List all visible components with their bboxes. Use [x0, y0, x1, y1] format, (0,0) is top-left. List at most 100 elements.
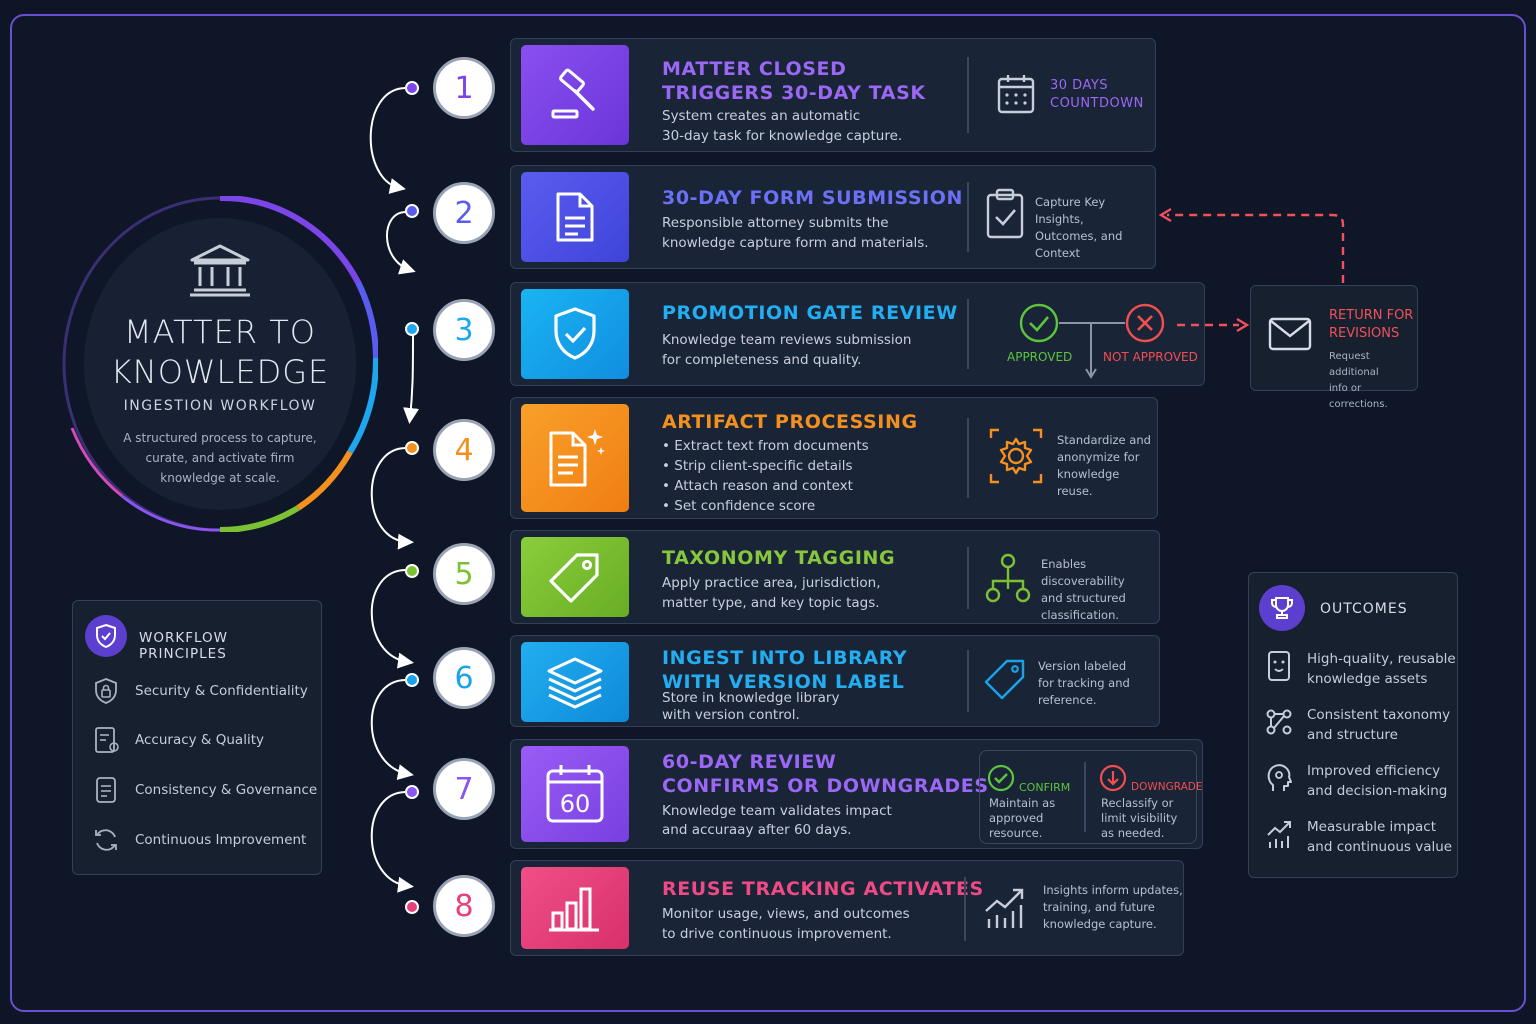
step-2-desc-line1: Responsible attorney submits the — [662, 215, 889, 231]
document-icon — [521, 172, 629, 262]
outcome-line2: knowledge assets — [1307, 671, 1428, 687]
step-4-dot — [405, 441, 419, 455]
return-desc-line2: info or corrections. — [1329, 383, 1388, 410]
step-4-side-line3: knowledge reuse. — [1057, 467, 1120, 498]
step-5-side-line2: and structured — [1041, 591, 1126, 605]
step-2-number: 2 — [433, 182, 495, 244]
step-3-desc-line2: for completeness and quality. — [662, 352, 862, 368]
step-2-title: 30-DAY FORM SUBMISSION — [662, 187, 964, 209]
step-6-card: INGEST INTO LIBRARY WITH VERSION LABEL S… — [510, 635, 1160, 727]
principle-label: Security & Confidentiality — [135, 683, 308, 699]
step-8-dot — [405, 900, 419, 914]
approved-label: APPROVED — [1007, 350, 1073, 364]
step-2-side-line3: Context — [1035, 246, 1081, 260]
step-5-desc-line2: matter type, and key topic tags. — [662, 595, 880, 611]
divider — [967, 182, 969, 252]
step-8-card: REUSE TRACKING ACTIVATES Monitor usage, … — [510, 860, 1184, 956]
step-8-desc-line2: to drive continuous improvement. — [662, 926, 892, 942]
outcome-line2: and structure — [1307, 727, 1398, 743]
divider — [967, 299, 969, 369]
courthouse-icon — [190, 244, 250, 297]
step-7-desc-line1: Knowledge team validates impact — [662, 803, 892, 819]
hero-description: A structured process to capture, curate,… — [123, 431, 317, 485]
step-2-side-line2: Outcomes, and — [1035, 229, 1123, 243]
hero-title-line1: MATTER TO — [124, 313, 316, 351]
step-2-desc-line2: knowledge capture form and materials. — [662, 235, 929, 251]
divider — [967, 418, 969, 498]
outcome-item: Measurable impact and continuous value — [1265, 817, 1452, 857]
step-3-card: PROMOTION GATE REVIEW Knowledge team rev… — [510, 282, 1205, 386]
step-1-side-line2: COUNTDOWN — [1050, 96, 1144, 111]
step-7-title-line1: 60-DAY REVIEW — [662, 751, 837, 773]
step-2-side-line1: Capture Key Insights, — [1035, 195, 1106, 226]
tile-60-text: 60 — [560, 790, 591, 818]
step-7-dot — [405, 785, 419, 799]
shield-lock-icon — [95, 678, 117, 704]
principles-title: WORKFLOW PRINCIPLES — [139, 630, 228, 662]
step-6-title-line2: WITH VERSION LABEL — [662, 671, 905, 693]
confirm-desc-line2: approved — [989, 811, 1044, 825]
bullet-item: • Strip client-specific details — [662, 458, 853, 474]
bullet-item: • Set confidence score — [662, 498, 816, 514]
step-4-side-line1: Standardize and — [1057, 433, 1151, 447]
calendar-icon — [997, 75, 1035, 114]
label-icon — [984, 659, 1025, 700]
outcome-line2: and continuous value — [1307, 839, 1453, 855]
step-connectors — [369, 87, 420, 893]
downgrade-label: DOWNGRADE — [1131, 781, 1203, 793]
step-1-card: MATTER CLOSED TRIGGERS 30-DAY TASK Syste… — [510, 38, 1156, 152]
hero-subtitle: INGESTION WORKFLOW — [123, 398, 317, 414]
review-options-box — [979, 750, 1197, 844]
confirm-desc-line1: Maintain as — [989, 796, 1056, 810]
gavel-icon — [521, 45, 629, 145]
step-4-number: 4 — [433, 419, 495, 481]
downgrade-desc-line2: limit visibility — [1101, 811, 1178, 825]
clipboard-check-icon — [986, 188, 1024, 239]
step-1-dot — [405, 81, 419, 95]
step-2-dot — [405, 204, 419, 218]
step-3-title: PROMOTION GATE REVIEW — [662, 302, 958, 324]
hero-inner — [84, 218, 356, 510]
device-icon — [1268, 651, 1290, 681]
outcome-item: High-quality, reusable knowledge assets — [1265, 649, 1456, 689]
step-6-dot — [405, 673, 419, 687]
step-1-side-line1: 30 DAYS — [1050, 78, 1109, 93]
principle-item: Accuracy & Quality — [91, 725, 264, 755]
downgrade-desc-line1: Reclassify or — [1101, 796, 1174, 810]
outcomes-title: OUTCOMES — [1320, 601, 1408, 617]
return-title-line2: REVISIONS — [1329, 326, 1400, 341]
step-6-title-line1: INGEST INTO LIBRARY — [662, 647, 908, 669]
confirm-desc-line3: resource. — [989, 826, 1043, 840]
step-2-card: 30-DAY FORM SUBMISSION Responsible attor… — [510, 165, 1156, 269]
return-arrows — [1158, 207, 1345, 333]
outcome-line1: Measurable impact — [1307, 819, 1437, 835]
principle-label: Consistency & Governance — [135, 782, 318, 798]
approval-gate-icon — [1019, 303, 1165, 379]
principle-item: Continuous Improvement — [91, 825, 306, 855]
step-3-desc-line1: Knowledge team reviews submission — [662, 332, 912, 348]
step-4-side-line2: anonymize for — [1057, 450, 1140, 464]
layers-icon — [521, 642, 629, 722]
step-7-card: 60 60-DAY REVIEW CONFIRMS OR DOWNGRADES … — [510, 739, 1203, 849]
refresh-icon — [95, 829, 117, 851]
divider — [964, 877, 966, 941]
principle-label: Continuous Improvement — [135, 832, 307, 848]
step-4-card: ARTIFACT PROCESSING • Extract text from … — [510, 397, 1158, 519]
network-icon — [1266, 709, 1292, 735]
outcome-line2: and decision-making — [1307, 783, 1448, 799]
step-1-desc-line1: System creates an automatic — [662, 108, 861, 124]
principle-item: Security & Confidentiality — [91, 676, 308, 706]
principle-label: Accuracy & Quality — [135, 732, 264, 748]
outcome-line1: High-quality, reusable — [1307, 651, 1456, 667]
calendar-60-icon: 60 — [521, 746, 629, 842]
shield-badge-icon — [85, 615, 127, 657]
growth-chart-icon — [1267, 821, 1291, 848]
return-for-revisions-box: RETURN FOR REVISIONS Request additional … — [1250, 285, 1418, 410]
step-8-side-line2: training, and future — [1043, 900, 1155, 914]
principle-item: Consistency & Governance — [91, 775, 317, 805]
step-5-number: 5 — [433, 543, 495, 605]
step-3-dot — [405, 322, 419, 336]
step-6-side-line2: for tracking and — [1038, 676, 1130, 690]
